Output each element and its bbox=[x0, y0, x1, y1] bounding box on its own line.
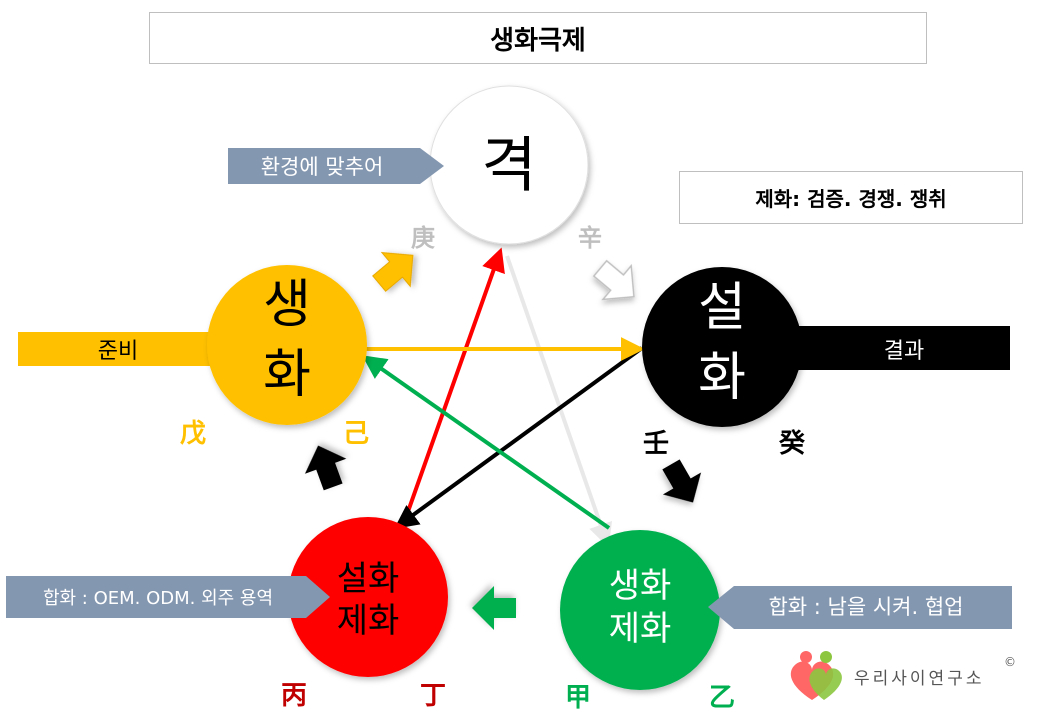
rule-text: 제화: 검증. 경쟁. 쟁취 bbox=[755, 187, 947, 211]
green-line bbox=[362, 355, 611, 530]
stem-ji: 己 bbox=[343, 419, 369, 449]
stem-wu: 戊 bbox=[180, 419, 206, 449]
right-node-line1: 설 bbox=[698, 278, 746, 338]
stem-ren: 壬 bbox=[643, 429, 669, 459]
arrow-left-to-top-icon bbox=[372, 251, 414, 292]
black-line bbox=[394, 346, 644, 529]
copyright-mark: © bbox=[1004, 655, 1016, 669]
arrow-top-to-right-icon bbox=[592, 259, 635, 301]
stem-jia: 甲 bbox=[565, 683, 591, 713]
bottom-left-node-line1: 설화 bbox=[337, 559, 400, 599]
title-box: 생화극제 bbox=[149, 12, 927, 64]
left-node-line2: 화 bbox=[263, 345, 311, 405]
bottom-right-node-line2: 제화 bbox=[609, 609, 672, 649]
prepare-bar-label: 준비 bbox=[98, 339, 138, 364]
stem-geng: 庚 bbox=[411, 224, 435, 252]
right-node bbox=[642, 267, 802, 427]
right-node-line2: 화 bbox=[698, 348, 746, 408]
red-line bbox=[403, 247, 505, 521]
logo-text: 우리사이연구소 bbox=[854, 669, 984, 689]
stem-bing: 丙 bbox=[281, 681, 307, 711]
callout-bottom-left bbox=[6, 576, 330, 618]
callout-bottom-right-text: 합화 : 남을 시켜. 협업 bbox=[768, 595, 963, 619]
hearts-logo-icon bbox=[790, 651, 842, 700]
callout-top-left bbox=[228, 148, 444, 184]
callout-top-left-text: 환경에 맞추어 bbox=[261, 155, 384, 179]
arrow-bl-to-left-icon bbox=[304, 445, 347, 491]
bottom-right-node-line1: 생화 bbox=[609, 566, 672, 606]
left-node bbox=[207, 265, 367, 425]
rule-box: 제화: 검증. 경쟁. 쟁취 bbox=[679, 171, 1023, 224]
result-bar-label: 결과 bbox=[884, 339, 924, 364]
arrow-br-to-bl-icon bbox=[472, 586, 516, 630]
stem-yi: 乙 bbox=[709, 683, 735, 713]
stem-xin: 辛 bbox=[578, 224, 602, 252]
result-bar bbox=[780, 326, 1010, 370]
bottom-right-node bbox=[560, 530, 720, 690]
white-line bbox=[505, 255, 613, 548]
bottom-left-node-line2: 제화 bbox=[337, 601, 400, 641]
page-title: 생화극제 bbox=[490, 25, 586, 56]
arrow-right-to-br-icon bbox=[662, 459, 702, 503]
top-node-text: 격 bbox=[481, 131, 536, 201]
left-node-line1: 생 bbox=[263, 275, 311, 335]
callout-bottom-right bbox=[708, 586, 1012, 629]
stem-gui: 癸 bbox=[778, 428, 806, 459]
bottom-left-node bbox=[288, 517, 448, 677]
logo: 우리사이연구소 © bbox=[790, 651, 1016, 700]
callout-bottom-left-text: 합화 : OEM. ODM. 외주 용역 bbox=[43, 588, 273, 609]
stem-ding: 丁 bbox=[420, 681, 446, 711]
